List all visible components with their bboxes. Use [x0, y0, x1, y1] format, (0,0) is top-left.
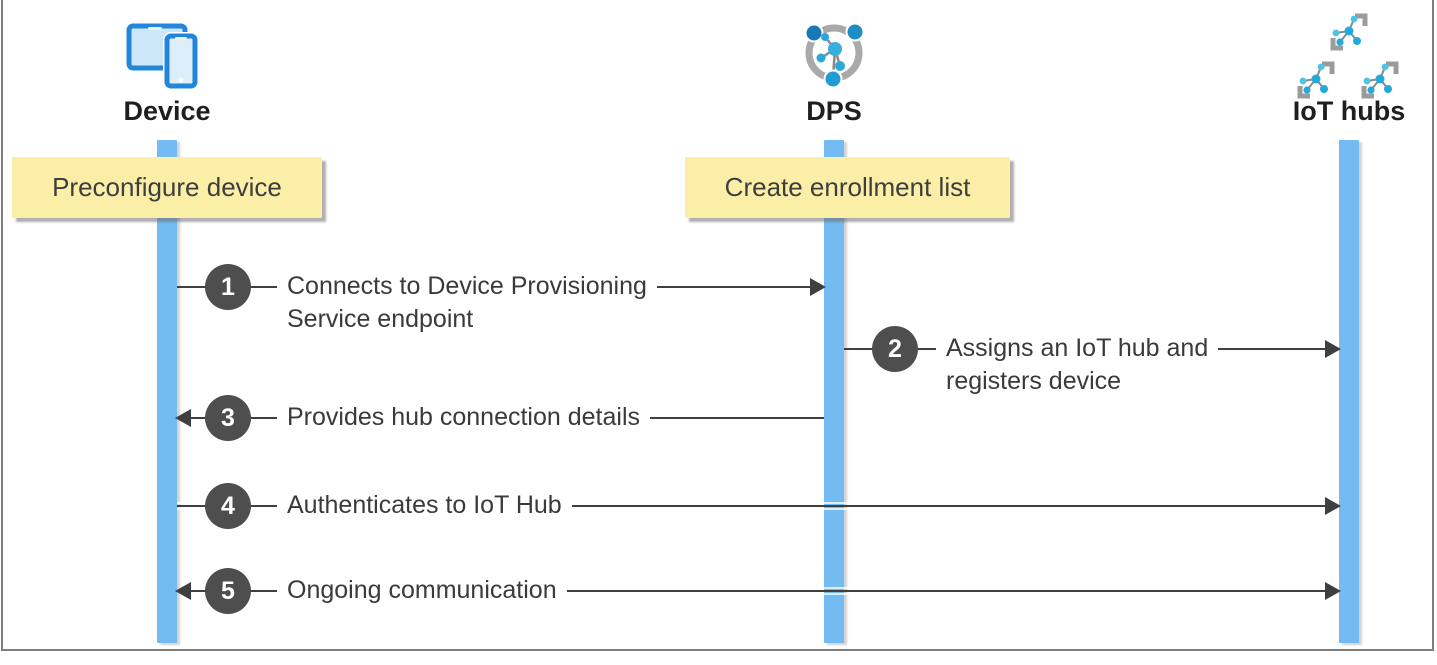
right-arrowhead-icon — [1325, 340, 1341, 358]
right-arrowhead-icon — [810, 278, 826, 296]
step-number-badge: 3 — [205, 395, 251, 441]
step-number-badge: 1 — [205, 264, 251, 310]
left-arrowhead-icon — [175, 582, 191, 600]
arrow-line — [189, 590, 1327, 592]
note-preconfigure-device: Preconfigure device — [12, 157, 322, 218]
note-text: Create enrollment list — [724, 172, 971, 202]
arrow-line — [177, 505, 1327, 507]
right-arrowhead-icon — [1325, 582, 1341, 600]
step-label: Ongoing communication — [277, 574, 567, 607]
device-icon — [124, 16, 210, 99]
step-number-badge: 4 — [205, 483, 251, 529]
note-text: Preconfigure device — [52, 172, 282, 202]
step-label: Authenticates to IoT Hub — [277, 489, 572, 522]
step-number-badge: 2 — [872, 326, 918, 372]
step-label: Provides hub connection details — [277, 401, 651, 434]
lifeline-dps — [824, 140, 844, 643]
actor-label-iot-hubs: IoT hubs — [1292, 96, 1406, 126]
diagram-frame — [1, 0, 1434, 651]
right-arrowhead-icon — [1325, 497, 1341, 515]
left-arrowhead-icon — [175, 409, 191, 427]
actor-label-device: Device — [123, 96, 211, 126]
actor-label-dps: DPS — [806, 96, 862, 126]
dps-icon — [799, 20, 869, 93]
lifeline-device — [157, 140, 177, 643]
step-label: Assigns an IoT hub and registers device — [936, 332, 1219, 398]
step-number-badge: 5 — [205, 568, 251, 614]
lifeline-iot-hubs — [1339, 140, 1359, 643]
note-create-enrollment-list: Create enrollment list — [685, 157, 1010, 218]
step-label: Connects to Device Provisioning Service … — [277, 270, 657, 336]
iot-hubs-icon — [1294, 10, 1406, 109]
